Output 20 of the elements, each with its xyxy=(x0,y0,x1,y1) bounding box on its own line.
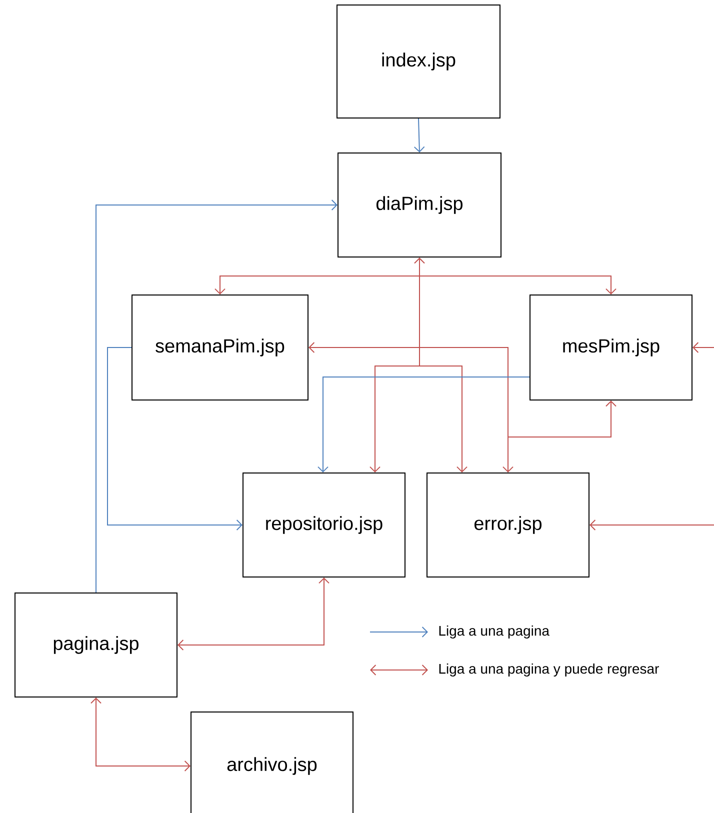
arrow xyxy=(308,342,616,472)
legend-text: Liga a una pagina xyxy=(439,625,550,639)
arrow xyxy=(107,347,242,530)
page-box: error.jsp xyxy=(426,472,590,578)
arrow xyxy=(692,342,714,353)
legend-text: Liga a una pagina y puede regresar xyxy=(439,663,659,677)
page-box: repositorio.jsp xyxy=(242,472,406,578)
page-box: archivo.jsp xyxy=(190,712,354,813)
arrow xyxy=(318,376,530,472)
arrow xyxy=(178,578,330,650)
arrow xyxy=(414,118,425,152)
arrow xyxy=(90,698,190,772)
arrow xyxy=(96,200,338,593)
page-box: pagina.jsp xyxy=(14,592,178,698)
page-box: diaPim.jsp xyxy=(338,152,502,258)
arrow xyxy=(590,520,714,530)
page-box: index.jsp xyxy=(336,4,500,118)
arrow xyxy=(214,258,616,472)
page-box: mesPim.jsp xyxy=(530,294,692,400)
page-box: semanaPim.jsp xyxy=(132,294,308,400)
